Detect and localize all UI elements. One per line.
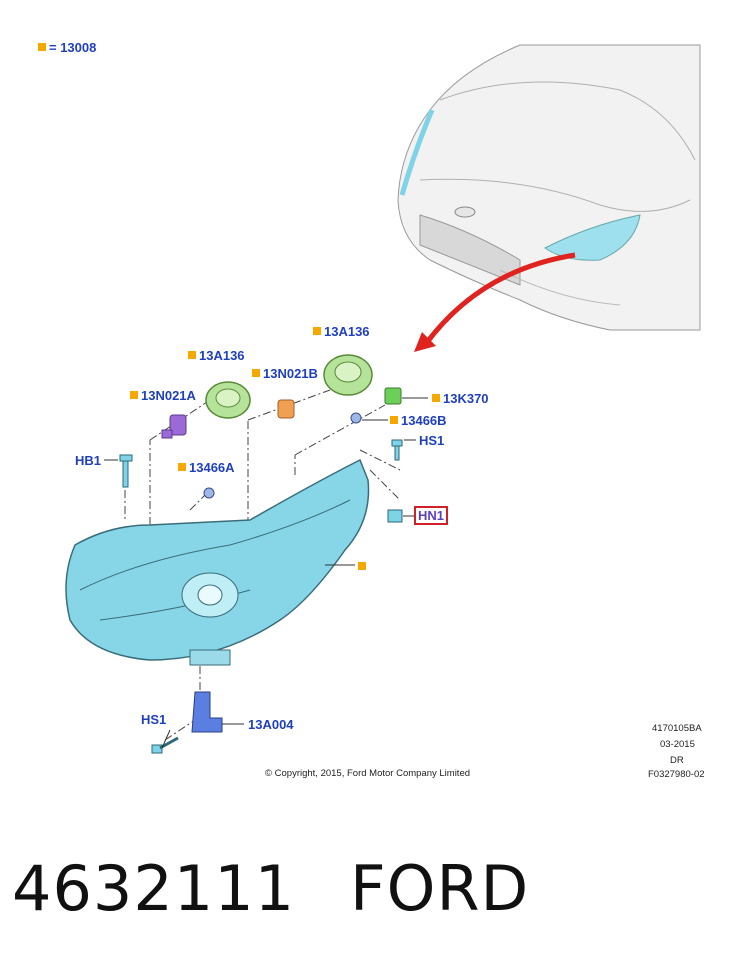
diagram-side: DR xyxy=(670,755,684,766)
bulb-13N021A xyxy=(161,414,187,439)
marker-icon xyxy=(178,463,186,471)
label-13N021A: 13N021A xyxy=(130,388,196,403)
diagram-code: 4170105BA xyxy=(652,723,702,734)
label-leaders xyxy=(104,397,428,749)
cap-13A136-right xyxy=(323,354,373,396)
label-13466B: 13466B xyxy=(390,413,447,428)
label-13A136-left: 13A136 xyxy=(188,348,245,363)
headlamp-assembly xyxy=(65,458,370,666)
label-HB1: HB1 xyxy=(75,453,102,468)
label-13008-marker xyxy=(358,559,369,574)
bolt-HB1 xyxy=(119,454,133,488)
connector-13K370 xyxy=(384,387,402,405)
marker-icon xyxy=(390,416,398,424)
label-HN1-highlighted[interactable]: HN1 xyxy=(414,506,449,525)
label-13N021B: 13N021B xyxy=(252,366,318,381)
marker-icon xyxy=(358,562,366,570)
brand-name: FORD xyxy=(350,852,530,925)
cap-13A136-left xyxy=(205,381,251,419)
marker-icon xyxy=(432,394,440,402)
legend-marker-icon xyxy=(38,43,46,51)
marker-icon xyxy=(130,391,138,399)
label-13A004: 13A004 xyxy=(248,717,294,732)
screw-HS1-top xyxy=(391,439,403,461)
part-number: 4632111 xyxy=(12,852,296,925)
bulb-13466A xyxy=(203,487,215,499)
bulb-13466B xyxy=(350,412,362,424)
label-13A136-top: 13A136 xyxy=(313,324,370,339)
label-13K370: 13K370 xyxy=(432,391,489,406)
car-front-illustration xyxy=(397,44,701,331)
label-13466A: 13466A xyxy=(178,460,235,475)
bracket-13A004 xyxy=(191,691,223,733)
marker-icon xyxy=(252,369,260,377)
locator-arrow xyxy=(422,252,576,347)
figure-code: F0327980-02 xyxy=(648,769,705,780)
marker-icon xyxy=(313,327,321,335)
label-HS1-top: HS1 xyxy=(419,433,445,448)
legend-13008: = 13008 xyxy=(38,40,96,55)
nut-HN1 xyxy=(387,509,403,523)
diagram-date: 03-2015 xyxy=(660,739,695,750)
copyright-text: © Copyright, 2015, Ford Motor Company Li… xyxy=(265,768,471,779)
marker-icon xyxy=(188,351,196,359)
bulb-13N021B xyxy=(277,399,295,419)
label-HS1-bottom: HS1 xyxy=(141,712,167,727)
